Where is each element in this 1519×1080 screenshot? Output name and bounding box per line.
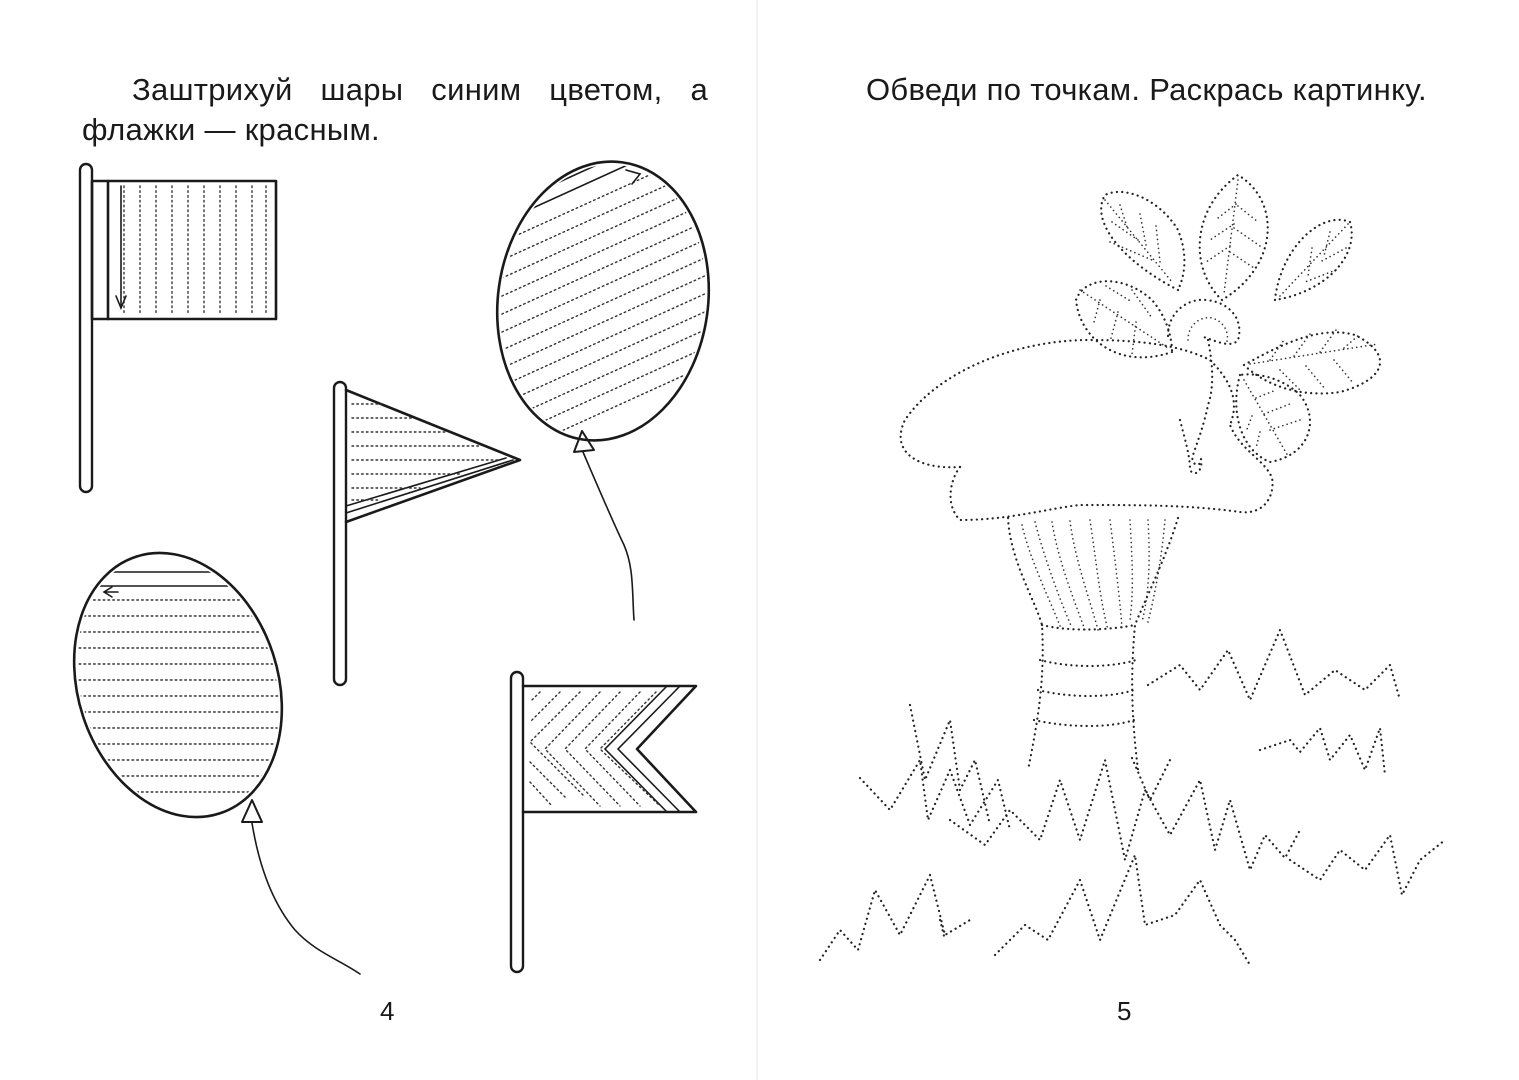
page-number-right: 5 bbox=[1117, 996, 1132, 1026]
rectangle-flag bbox=[78, 162, 278, 494]
leaf bbox=[1273, 218, 1353, 302]
leaf bbox=[1242, 329, 1382, 395]
left-instruction-line-2: флажки — красным. bbox=[82, 112, 380, 147]
mushroom-cap bbox=[899, 338, 1274, 522]
left-page-illustration bbox=[59, 0, 758, 1080]
mushroom-dot-picture bbox=[818, 173, 1447, 967]
page-number-left: 4 bbox=[380, 996, 395, 1026]
grass bbox=[818, 628, 1447, 967]
leaf bbox=[1235, 373, 1312, 464]
swallowtail-flag bbox=[509, 670, 698, 974]
leaf bbox=[1100, 190, 1186, 292]
left-instruction: Заштрихуй шары синим цветом, а флажки — … bbox=[82, 70, 708, 150]
right-instruction: Обведи по точкам. Раскрась картинку. bbox=[866, 72, 1427, 107]
swallowtail-flag-hatch bbox=[529, 691, 661, 807]
balloon-top-hatch bbox=[482, 151, 721, 451]
right-page: Обведи по точкам. Раскрась картинку. bbox=[760, 0, 1519, 1080]
leaf bbox=[1198, 173, 1269, 302]
balloon-bottom bbox=[59, 551, 361, 975]
balloon-top bbox=[482, 151, 721, 621]
mushroom-stem bbox=[1006, 516, 1180, 772]
left-instruction-line-1: Заштрихуй шары синим цветом, а bbox=[132, 72, 708, 107]
leaf bbox=[1074, 280, 1174, 359]
left-page: Заштрихуй шары синим цветом, а флажки — … bbox=[59, 0, 758, 1080]
rectangle-flag-hatch bbox=[123, 185, 267, 315]
triangle-flag bbox=[332, 380, 522, 687]
leaf-center bbox=[1166, 298, 1241, 466]
triangle-flag-hatch bbox=[351, 403, 501, 501]
leaf-cluster bbox=[1074, 173, 1382, 466]
